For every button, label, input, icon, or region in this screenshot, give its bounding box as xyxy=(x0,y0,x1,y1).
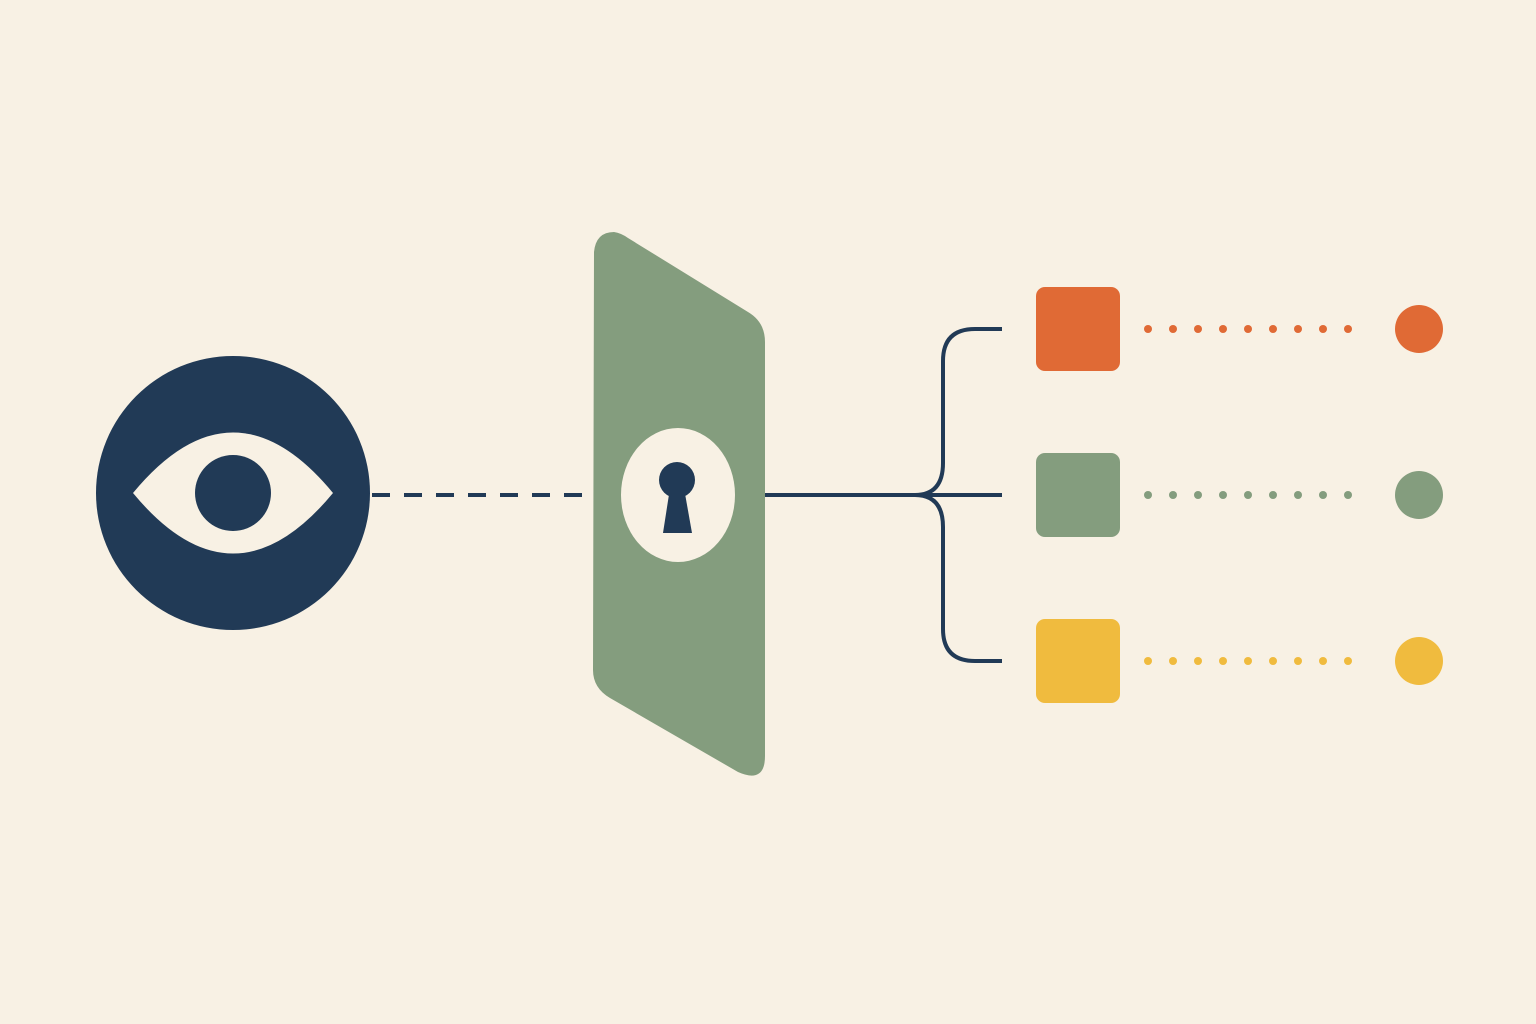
orange-output-dot xyxy=(1144,325,1152,333)
yellow-output-square xyxy=(1036,619,1120,703)
sage-output-endpoint xyxy=(1395,471,1443,519)
yellow-output-dot xyxy=(1244,657,1252,665)
yellow-output-dot xyxy=(1344,657,1352,665)
orange-output-dot xyxy=(1219,325,1227,333)
sage-output-dot xyxy=(1244,491,1252,499)
orange-output-square xyxy=(1036,287,1120,371)
sage-output-dot xyxy=(1169,491,1177,499)
sage-output-dot xyxy=(1144,491,1152,499)
eye-icon xyxy=(96,356,370,630)
sage-output-dot xyxy=(1269,491,1277,499)
orange-output-dot xyxy=(1344,325,1352,333)
orange-output-dot xyxy=(1294,325,1302,333)
eye-pupil xyxy=(195,455,271,531)
branch-connector-top xyxy=(914,327,1002,497)
yellow-output-dot xyxy=(1194,657,1202,665)
yellow-output-dot xyxy=(1219,657,1227,665)
sage-output-square xyxy=(1036,453,1120,537)
sage-output-dot xyxy=(1194,491,1202,499)
yellow-output-dot xyxy=(1269,657,1277,665)
yellow-output-dot xyxy=(1144,657,1152,665)
keyhole-top xyxy=(659,462,695,498)
keyhole-stem xyxy=(663,488,692,533)
branch-connector-bottom xyxy=(914,493,1002,663)
orange-output-dot xyxy=(1244,325,1252,333)
orange-output-dot xyxy=(1169,325,1177,333)
yellow-output-dot xyxy=(1169,657,1177,665)
orange-output-endpoint xyxy=(1395,305,1443,353)
sage-output-dot xyxy=(1344,491,1352,499)
yellow-output-dot xyxy=(1294,657,1302,665)
sage-output-dot xyxy=(1219,491,1227,499)
keyhole-icon xyxy=(621,428,735,562)
output-rows xyxy=(1036,287,1443,703)
yellow-output-endpoint xyxy=(1395,637,1443,685)
yellow-output-dot xyxy=(1319,657,1327,665)
orange-output-dot xyxy=(1319,325,1327,333)
orange-output-dot xyxy=(1269,325,1277,333)
sage-output-dot xyxy=(1294,491,1302,499)
sage-output-dot xyxy=(1319,491,1327,499)
orange-output-dot xyxy=(1194,325,1202,333)
